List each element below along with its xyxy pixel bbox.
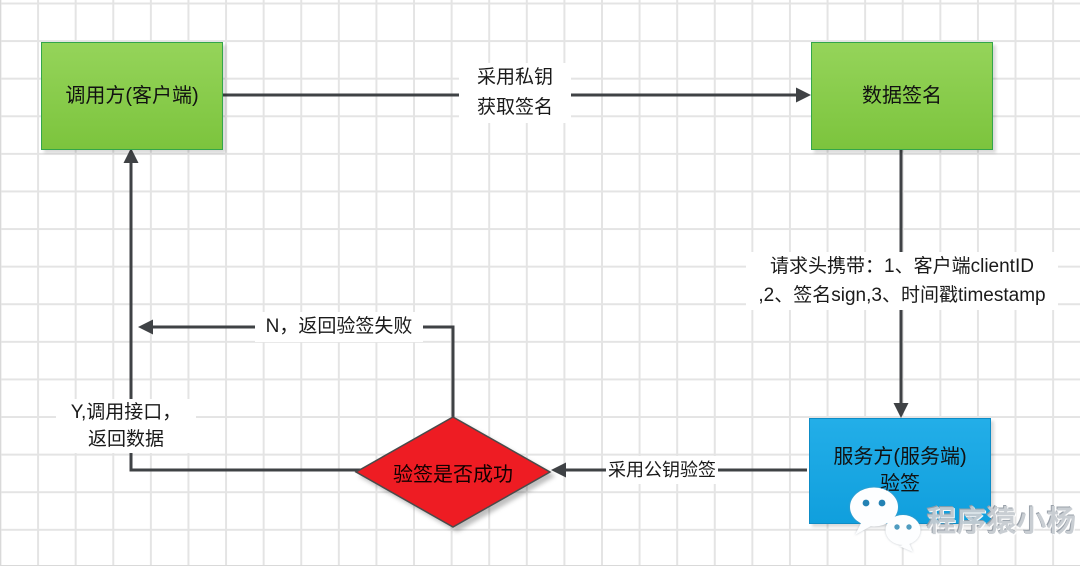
edge-label-line: 请求头携带：1、客户端clientID [770,256,1034,277]
node-data-sign: 数据签名 [811,42,993,150]
arrowhead-right-icon [796,87,811,103]
node-label: 调用方(客户端) [65,84,199,107]
edge-label-yes-branch: Y,调用接口， 返回数据 [56,399,196,453]
edge-label-no-branch: N，返回验签失败 [255,312,423,342]
wechat-icon [850,487,921,552]
decision-label: 验签是否成功 [393,464,513,486]
arrowhead-left-into-decision-icon [551,462,566,478]
arrowhead-left-no-icon [138,319,153,335]
edge-label-line: ,2、签名sign,3、时间戳timestamp [758,285,1046,306]
edge-decision-yes [129,161,361,472]
watermark: 程序猿小杨 [847,486,1077,552]
edge-label-public-key: 采用公钥验签 [606,456,718,484]
edge-label-line: 获取签名 [476,97,553,118]
node-client: 调用方(客户端) [41,42,223,150]
edge-decision-no [152,325,455,417]
node-label: 数据签名 [862,84,942,107]
watermark-text: 程序猿小杨 [927,506,1078,538]
edge-label-line: Y,调用接口， [70,402,182,423]
node-label: 服务方(服务端) [833,446,967,468]
edge-label-line: 采用私钥 [476,67,553,88]
edge-label-private-key: 采用私钥 获取签名 [459,63,571,123]
node-server: 服务方(服务端) 验签 [809,418,991,524]
node-label: 验签 [880,473,920,495]
arrowhead-down-icon [893,403,909,418]
arrowhead-up-yes-icon [123,148,139,163]
decision-diamond [354,416,552,528]
edge-label-line: 返回数据 [87,429,164,450]
edge-label-request-header: 请求头携带：1、客户端clientID ,2、签名sign,3、时间戳times… [746,252,1058,310]
